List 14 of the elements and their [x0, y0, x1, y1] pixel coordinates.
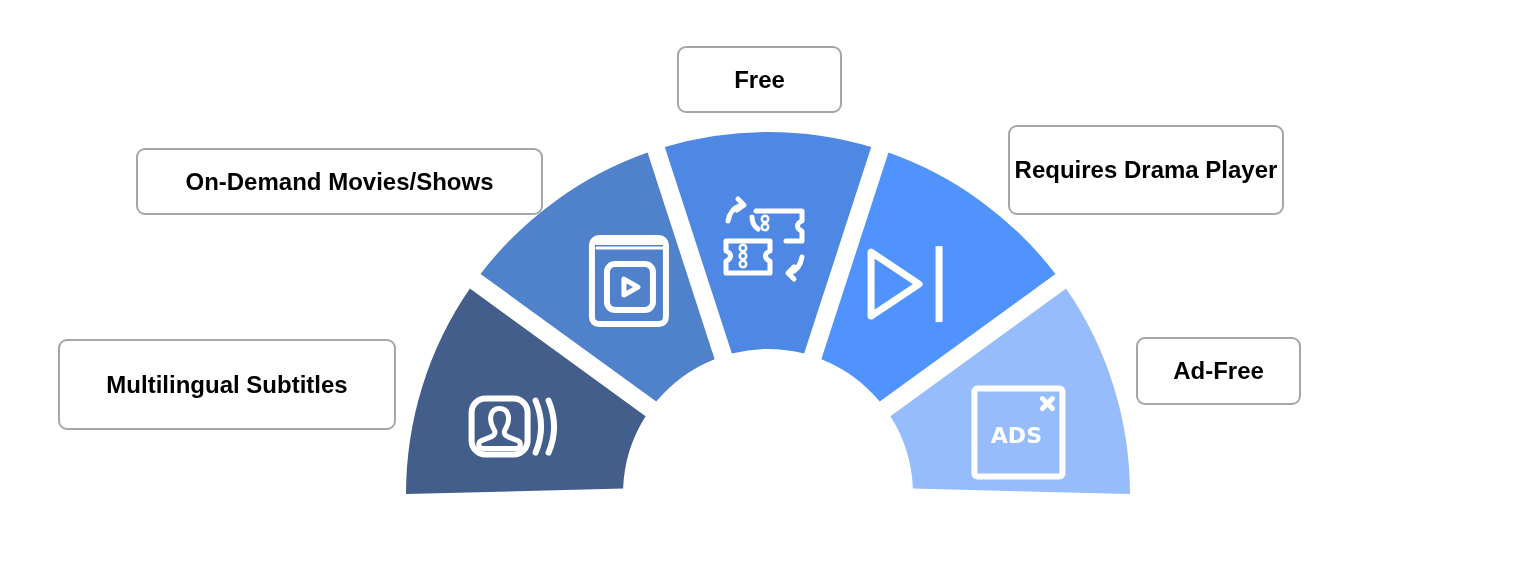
label-box [677, 46, 842, 113]
label-box [1008, 125, 1284, 215]
semicircle-segment [664, 132, 872, 354]
semicircle-segment [890, 288, 1130, 494]
label-box [1136, 337, 1301, 405]
feature-label: Free [734, 64, 785, 95]
feature-label: Multilingual Subtitles [106, 369, 348, 400]
feature-label: Requires Drama Player [1014, 155, 1278, 186]
label-box [136, 148, 543, 215]
feature-label: Ad-Free [1173, 356, 1264, 387]
semicircle-segment [406, 288, 646, 494]
label-box [58, 339, 396, 430]
icon-text: ADS [990, 422, 1042, 448]
feature-label: On-Demand Movies/Shows [185, 166, 494, 197]
